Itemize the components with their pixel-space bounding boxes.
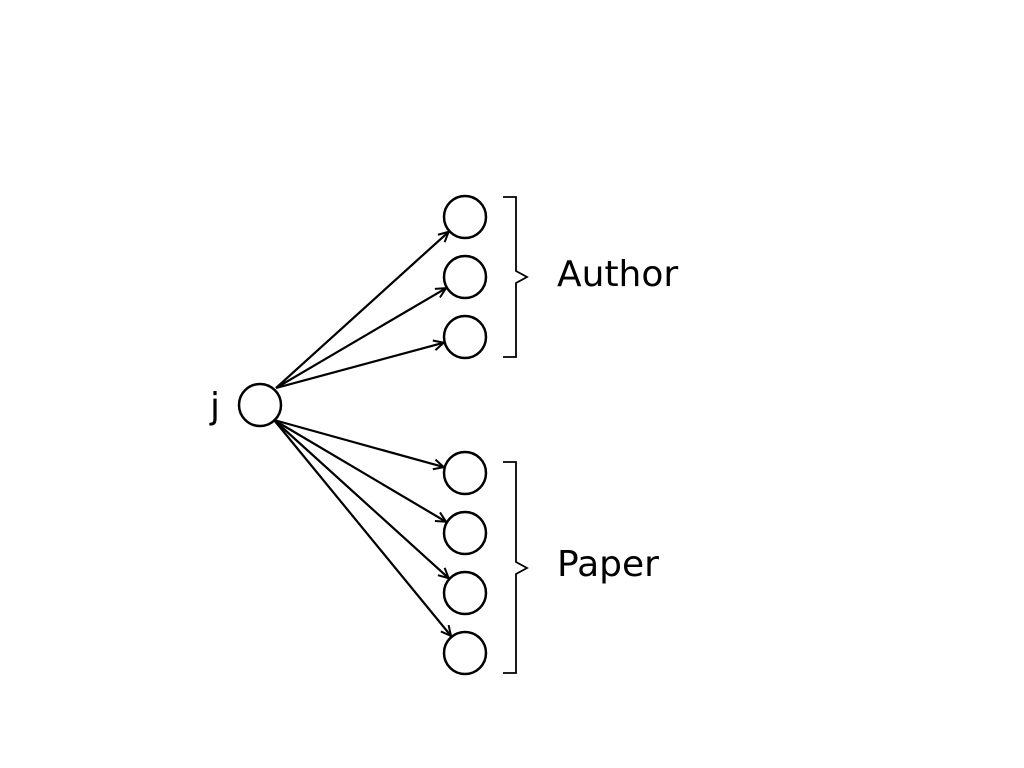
source-node <box>237 382 283 428</box>
author-node <box>442 314 488 360</box>
author-node <box>442 194 488 240</box>
author-bracket <box>503 196 529 358</box>
edge-arrow <box>273 419 449 578</box>
edges <box>273 232 451 636</box>
paper-node <box>442 570 488 616</box>
paper-node <box>442 630 488 676</box>
edge-arrow <box>275 343 444 390</box>
author-group: Author <box>442 194 678 360</box>
edge-arrow <box>273 419 446 522</box>
paper-bracket <box>503 461 529 674</box>
paper-group: Paper <box>442 450 659 676</box>
edge-arrow <box>275 288 446 389</box>
edge-arrow <box>275 232 449 389</box>
paper-node <box>442 510 488 556</box>
source-label: j <box>209 386 220 427</box>
edge-arrow <box>273 419 451 636</box>
author-label: Author <box>557 254 678 295</box>
edge-arrow <box>273 418 444 467</box>
paper-label: Paper <box>557 544 659 585</box>
paper-node <box>442 450 488 496</box>
author-node <box>442 254 488 300</box>
